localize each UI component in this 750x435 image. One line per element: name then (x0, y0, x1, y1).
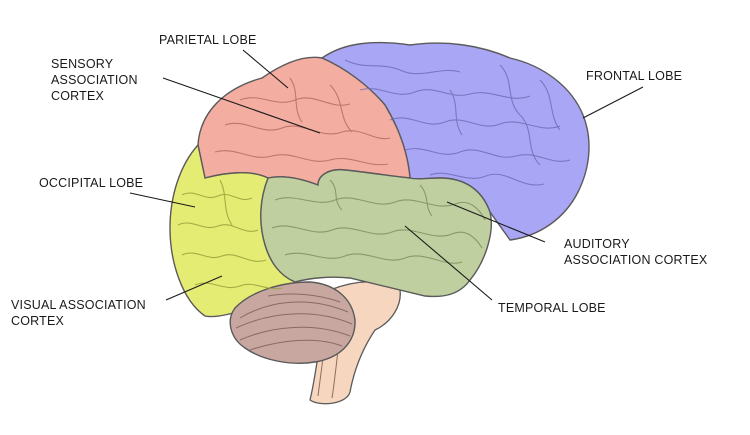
label-occipital-lobe: OCCIPITAL LOBE (39, 176, 144, 190)
label-frontal-lobe: FRONTAL LOBE (586, 69, 683, 83)
leader-sensory (162, 77, 321, 134)
label-parietal-lobe: PARIETAL LOBE (159, 33, 257, 47)
leader-temporal (404, 225, 493, 301)
leader-occipital (129, 192, 196, 208)
leader-auditory (446, 201, 546, 243)
temporal-lobe (260, 168, 492, 298)
leader-visual (165, 275, 223, 301)
leader-lines (129, 49, 644, 301)
label-sensory-association-cortex: SENSORY ASSOCIATION CORTEX (51, 57, 138, 103)
leader-parietal (242, 49, 289, 89)
cerebellum (229, 281, 356, 364)
label-visual-association-cortex: VISUAL ASSOCIATION CORTEX (11, 298, 146, 328)
label-temporal-lobe: TEMPORAL LOBE (498, 301, 606, 315)
leader-frontal (582, 86, 644, 119)
label-auditory-association-cortex: AUDITORY ASSOCIATION CORTEX (564, 237, 708, 267)
